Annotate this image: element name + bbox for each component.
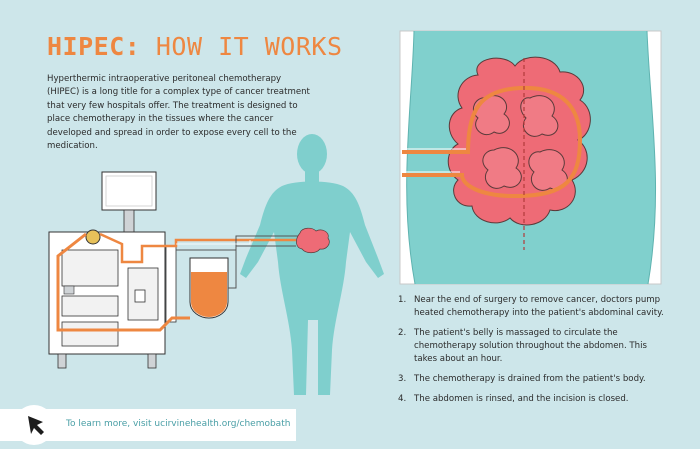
steps-list: 1. Near the end of surgery to remove canc…: [398, 294, 666, 413]
step-item: 2. The patient's belly is massaged to cir…: [398, 327, 666, 366]
intestines-on-body: [296, 227, 330, 254]
step-text: The chemotherapy is drained from the pat…: [414, 374, 646, 384]
abdomen-closeup-panel: [399, 30, 662, 285]
step-text: The patient's belly is massaged to circu…: [414, 328, 647, 364]
page-title: HIPEC: HOW IT WORKS: [47, 32, 343, 61]
human-body-figure: [240, 134, 384, 395]
intro-paragraph: Hyperthermic intraoperative peritoneal c…: [47, 74, 310, 152]
cursor-arrow-icon: [28, 416, 44, 435]
learn-more-link[interactable]: To learn more, visit ucirvinehealth.org/…: [66, 419, 291, 429]
hipec-machine: [48, 171, 298, 369]
step-item: 1. Near the end of surgery to remove canc…: [398, 294, 666, 320]
step-number: 2.: [398, 328, 407, 338]
step-item: 4. The abdomen is rinsed, and the incisio…: [398, 393, 666, 406]
step-number: 4.: [398, 394, 407, 404]
title-part-1: HIPEC:: [47, 32, 141, 61]
step-text: Near the end of surgery to remove cancer…: [414, 295, 664, 318]
step-number: 1.: [398, 295, 407, 305]
step-number: 3.: [398, 374, 407, 384]
cursor-arrow-badge[interactable]: [14, 405, 54, 445]
step-item: 3. The chemotherapy is drained from the p…: [398, 373, 666, 386]
step-text: The abdomen is rinsed, and the incision …: [414, 394, 629, 404]
title-part-2: HOW IT WORKS: [155, 32, 343, 61]
